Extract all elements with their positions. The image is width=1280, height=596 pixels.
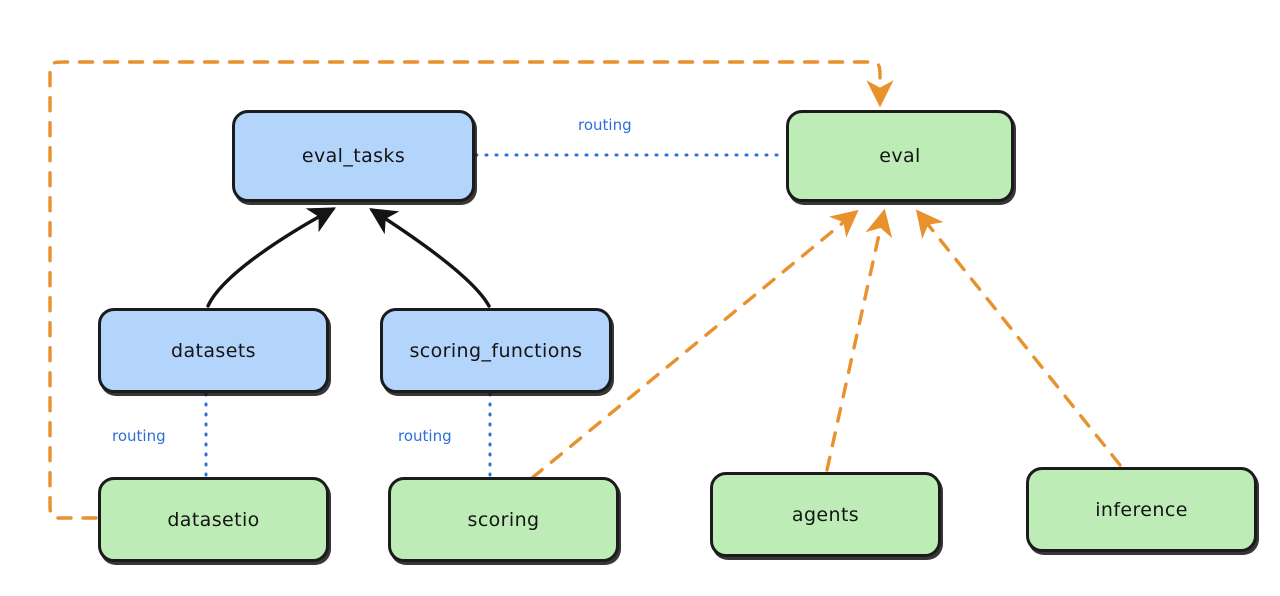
node-eval-tasks[interactable]: eval_tasks xyxy=(232,110,475,202)
edge-scoring_functions-to-eval_tasks xyxy=(369,208,491,308)
node-scoring-label: scoring xyxy=(467,508,540,531)
node-scoring[interactable]: scoring xyxy=(388,477,619,562)
edge-datasetio-to-eval xyxy=(48,60,894,520)
edge-inference-to-eval xyxy=(915,209,1122,467)
node-agents[interactable]: agents xyxy=(710,472,941,557)
node-scoring-functions-label: scoring_functions xyxy=(409,339,583,362)
edge-datasets-to-eval_tasks xyxy=(206,207,336,308)
edge-scoring-to-eval xyxy=(530,209,859,480)
node-agents-label: agents xyxy=(791,503,860,526)
node-scoring-functions[interactable]: scoring_functions xyxy=(380,308,612,393)
node-eval[interactable]: eval xyxy=(786,110,1014,202)
node-eval-label: eval xyxy=(879,145,921,167)
node-datasets[interactable]: datasets xyxy=(98,308,329,393)
node-inference[interactable]: inference xyxy=(1026,467,1257,552)
edge-label-routing-eval: routing xyxy=(578,116,632,134)
node-datasets-label: datasets xyxy=(171,339,256,362)
node-datasetio-label: datasetio xyxy=(167,508,260,531)
edge-agents-to-eval xyxy=(825,208,893,472)
node-datasetio[interactable]: datasetio xyxy=(98,477,329,562)
edge-label-routing-datasets: routing xyxy=(112,427,166,445)
node-inference-label: inference xyxy=(1095,498,1188,521)
edge-label-routing-scoring: routing xyxy=(398,427,452,445)
node-eval-tasks-label: eval_tasks xyxy=(301,145,406,167)
